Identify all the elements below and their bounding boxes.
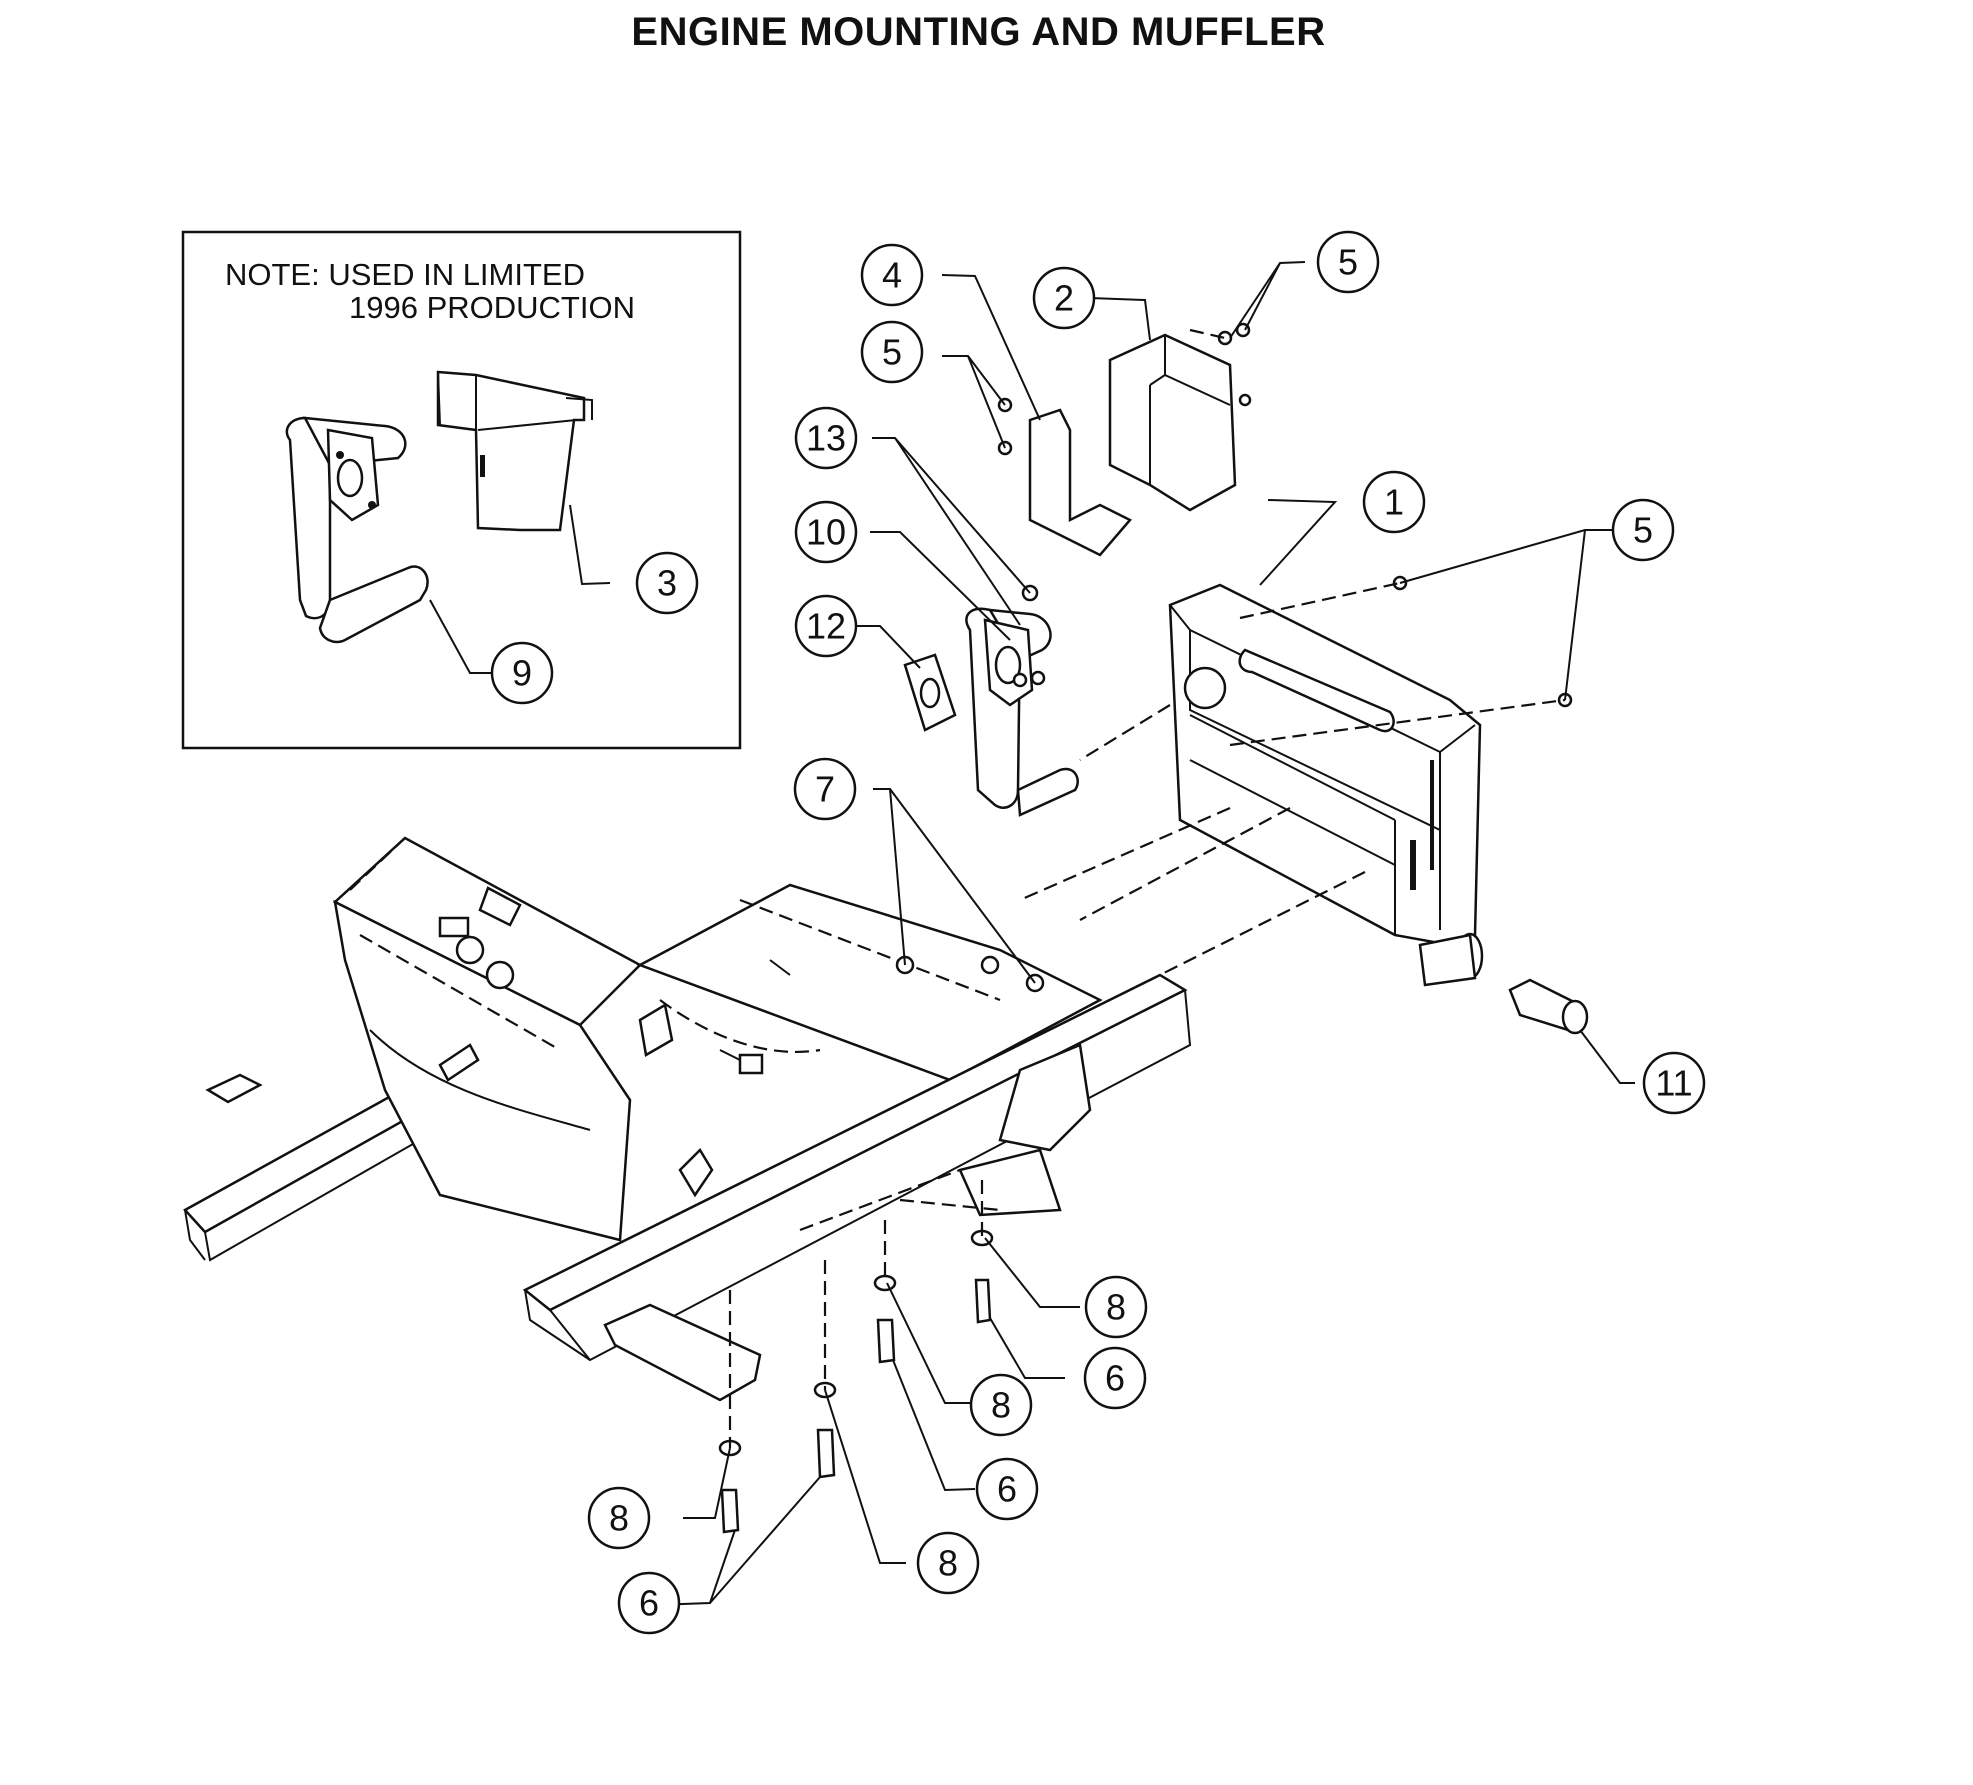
svg-text:4: 4	[882, 255, 902, 296]
leader-lines	[429, 261, 1635, 1606]
svg-text:5: 5	[1338, 242, 1358, 283]
svg-text:1: 1	[1384, 482, 1404, 523]
hardware-lines	[728, 328, 1401, 1448]
callout-5a: 5	[1316, 230, 1380, 294]
callout-7: 7	[793, 757, 857, 821]
pipe-to-muffler-line	[1079, 704, 1171, 761]
diagram-title: ENGINE MOUNTING AND MUFFLER	[631, 10, 1326, 54]
svg-text:5: 5	[1633, 510, 1653, 551]
svg-text:8: 8	[938, 1543, 958, 1584]
callout-6a: 6	[1083, 1346, 1147, 1410]
callout-10: 10	[794, 500, 858, 564]
svg-text:8: 8	[1106, 1287, 1126, 1328]
svg-text:7: 7	[815, 769, 835, 810]
callout-5c: 5	[1611, 498, 1675, 562]
callouts: 1 2 3 4 5 5 5 6 6 6 7 8 8 8 8 9 10 11 12…	[490, 230, 1706, 1635]
note-inset: NOTE: USED IN LIMITED 1996 PRODUCTION	[181, 230, 742, 750]
svg-text:8: 8	[991, 1385, 1011, 1426]
svg-text:13: 13	[806, 418, 846, 459]
muffler	[1168, 583, 1484, 987]
inset-muffler-shield	[436, 370, 593, 532]
svg-text:10: 10	[806, 512, 846, 553]
svg-text:2: 2	[1054, 278, 1074, 319]
muffler-bolt-line	[1229, 698, 1566, 747]
hardware	[718, 322, 1589, 1534]
pipe-shield	[1028, 408, 1132, 557]
exhaust-pipe	[965, 607, 1079, 817]
note-box-border	[181, 230, 742, 750]
svg-text:6: 6	[997, 1469, 1017, 1510]
callout-8c: 8	[587, 1486, 651, 1550]
svg-text:8: 8	[609, 1498, 629, 1539]
callout-4: 4	[860, 243, 924, 307]
inset-exhaust-pipe	[285, 416, 429, 644]
svg-text:5: 5	[882, 332, 902, 373]
muffler-shield	[1108, 333, 1237, 512]
svg-text:11: 11	[1655, 1063, 1692, 1104]
callout-9: 9	[490, 641, 554, 705]
callout-2: 2	[1032, 266, 1096, 330]
callout-6b: 6	[975, 1457, 1039, 1521]
callout-13: 13	[794, 406, 858, 470]
svg-text:3: 3	[657, 563, 677, 604]
callout-6c: 6	[617, 1571, 681, 1635]
note-line-1: NOTE: USED IN LIMITED	[225, 257, 585, 292]
note-line-2: 1996 PRODUCTION	[349, 290, 635, 325]
muffler-mount-lines	[1019, 806, 1366, 981]
exhaust-gasket	[903, 653, 957, 732]
callout-8d: 8	[916, 1531, 980, 1595]
callout-11: 11	[1642, 1051, 1706, 1115]
svg-text:6: 6	[639, 1583, 659, 1624]
callout-12: 12	[794, 594, 858, 658]
callout-8a: 8	[1084, 1275, 1148, 1339]
svg-text:12: 12	[806, 606, 846, 647]
callout-3: 3	[635, 551, 699, 615]
frame-assembly	[183, 836, 1192, 1402]
svg-text:6: 6	[1105, 1358, 1125, 1399]
callout-1: 1	[1362, 470, 1426, 534]
svg-text:9: 9	[512, 653, 532, 694]
callout-8b: 8	[969, 1373, 1033, 1437]
callout-5b: 5	[860, 320, 924, 384]
